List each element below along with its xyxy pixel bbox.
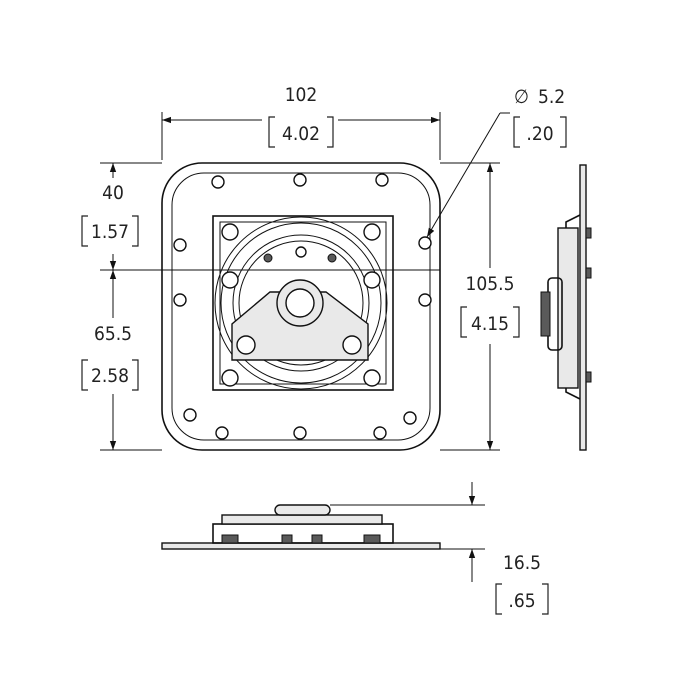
width-mm: 102 (285, 84, 318, 106)
height-mm: 105.5 (466, 273, 515, 295)
latch-plate-front-view-icon (161, 162, 441, 451)
dimension-top-offset: 40 1.57 (81, 163, 142, 270)
height-in: 4.15 (471, 313, 509, 335)
hole-diameter-mm: 5.2 (538, 86, 565, 108)
bottom-offset-mm: 65.5 (94, 323, 132, 345)
top-offset-mm: 40 (102, 182, 124, 204)
width-in: 4.02 (282, 123, 320, 145)
latch-plate-bottom-view-icon (161, 504, 441, 550)
dimension-bottom-offset: 65.5 2.58 (81, 270, 142, 450)
hole-diameter-symbol: ∅ (514, 86, 529, 108)
dimension-height: 105.5 4.15 (460, 163, 520, 450)
dimension-width: 102 4.02 (161, 84, 441, 160)
depth-mm: 16.5 (503, 552, 541, 574)
dimension-hole-diameter: ∅ 5.2 .20 (426, 86, 567, 238)
latch-plate-side-view-icon (540, 164, 592, 451)
top-offset-in: 1.57 (91, 221, 129, 243)
bottom-offset-in: 2.58 (91, 365, 129, 387)
dimension-depth: 16.5 .65 (330, 482, 549, 615)
hole-diameter-in: .20 (526, 123, 553, 145)
depth-in: .65 (508, 590, 535, 612)
